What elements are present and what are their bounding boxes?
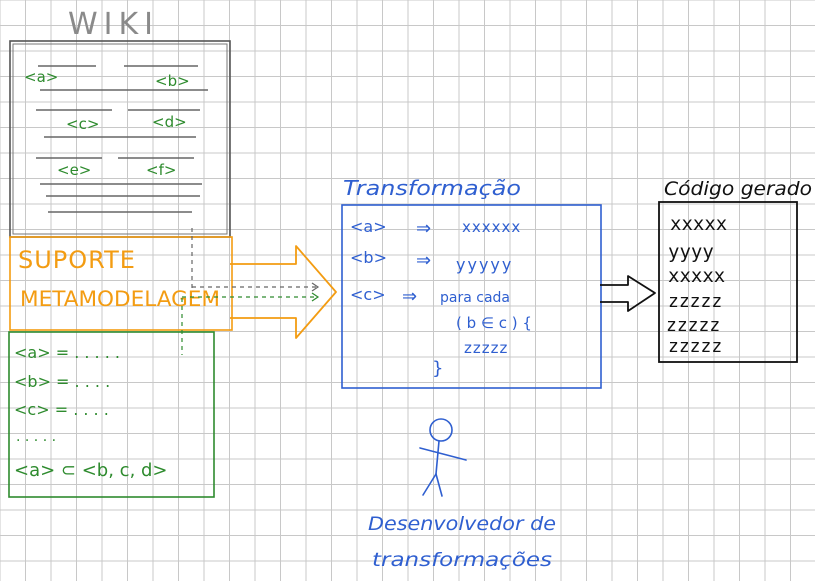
wiki-inner-frame [12, 43, 228, 235]
code-line-4: zzzzz [668, 291, 722, 312]
big-arrow-icon [230, 245, 337, 339]
wiki-tag-e: <e> [57, 161, 91, 179]
metamodel-panel: <a> = . . . . . <b> = . . . . <c> = . . … [8, 331, 215, 498]
rule-b-arrow: ⇒ [416, 250, 431, 271]
metamodel-row-5: <a> ⊂ <b, c, d> [14, 460, 168, 481]
developer-label-line2: transformações [372, 549, 552, 571]
wiki-title: WIKI [68, 7, 159, 42]
code-panel: Código gerado xxxxx yyyy xxxxx zzzzz zzz… [658, 178, 812, 363]
suporte-panel: SUPORTE METAMODELAGEM [9, 236, 233, 331]
code-line-3: xxxxx [668, 265, 725, 287]
suporte-label-line2: METAMODELAGEM [20, 287, 220, 311]
wiki-panel: WIKI <a> <b> <c> <d> <e> <f> [9, 7, 231, 238]
rule-a-output: xxxxxx [462, 218, 521, 236]
code-frame [658, 201, 798, 363]
rule-c-tag: <c> [350, 285, 386, 304]
loop-close: } [432, 358, 443, 379]
wiki-tag-a: <a> [24, 68, 58, 86]
transform-frame [341, 204, 602, 389]
dashed-connectors [181, 228, 320, 355]
code-line-6: zzzzz [668, 336, 722, 357]
wiki-text-lines [36, 65, 208, 213]
developer-label-line1: Desenvolvedor de [368, 513, 556, 535]
rule-a-arrow: ⇒ [416, 218, 431, 239]
code-line-2: yyyy [668, 241, 714, 263]
transform-title: Transformação [343, 176, 521, 200]
metamodel-frame [8, 331, 215, 498]
code-line-1: xxxxx [670, 213, 727, 235]
wiki-tag-c: <c> [66, 115, 99, 133]
suporte-label-line1: SUPORTE [18, 246, 136, 274]
rule-b-tag: <b> [350, 248, 387, 267]
rule-a-tag: <a> [350, 217, 387, 236]
suporte-frame [9, 236, 233, 331]
code-title: Código gerado [664, 178, 812, 200]
transform-panel: Transformação <a> ⇒ xxxxxx <b> ⇒ yyyyy <… [341, 176, 602, 389]
metamodel-row-4: . . . . . [16, 429, 56, 445]
code-line-5: zzzzz [666, 315, 720, 336]
metamodel-row-3: <c> = . . . . [14, 400, 109, 419]
wiki-tag-b: <b> [155, 72, 190, 90]
loop-condition: ( b ∈ c ) { [456, 314, 532, 332]
rule-c-output: para cada [440, 290, 510, 306]
loop-body: zzzzz [464, 339, 508, 357]
wiki-tag-d: <d> [152, 113, 187, 131]
metamodel-row-2: <b> = . . . . [14, 372, 110, 391]
rule-c-arrow: ⇒ [402, 286, 417, 307]
wiki-tag-f: <f> [146, 161, 176, 179]
stick-figure-icon [419, 418, 467, 497]
rule-b-output: yyyyy [456, 255, 513, 274]
outline-arrow-icon [600, 275, 656, 312]
metamodel-row-1: <a> = . . . . . [14, 343, 120, 362]
